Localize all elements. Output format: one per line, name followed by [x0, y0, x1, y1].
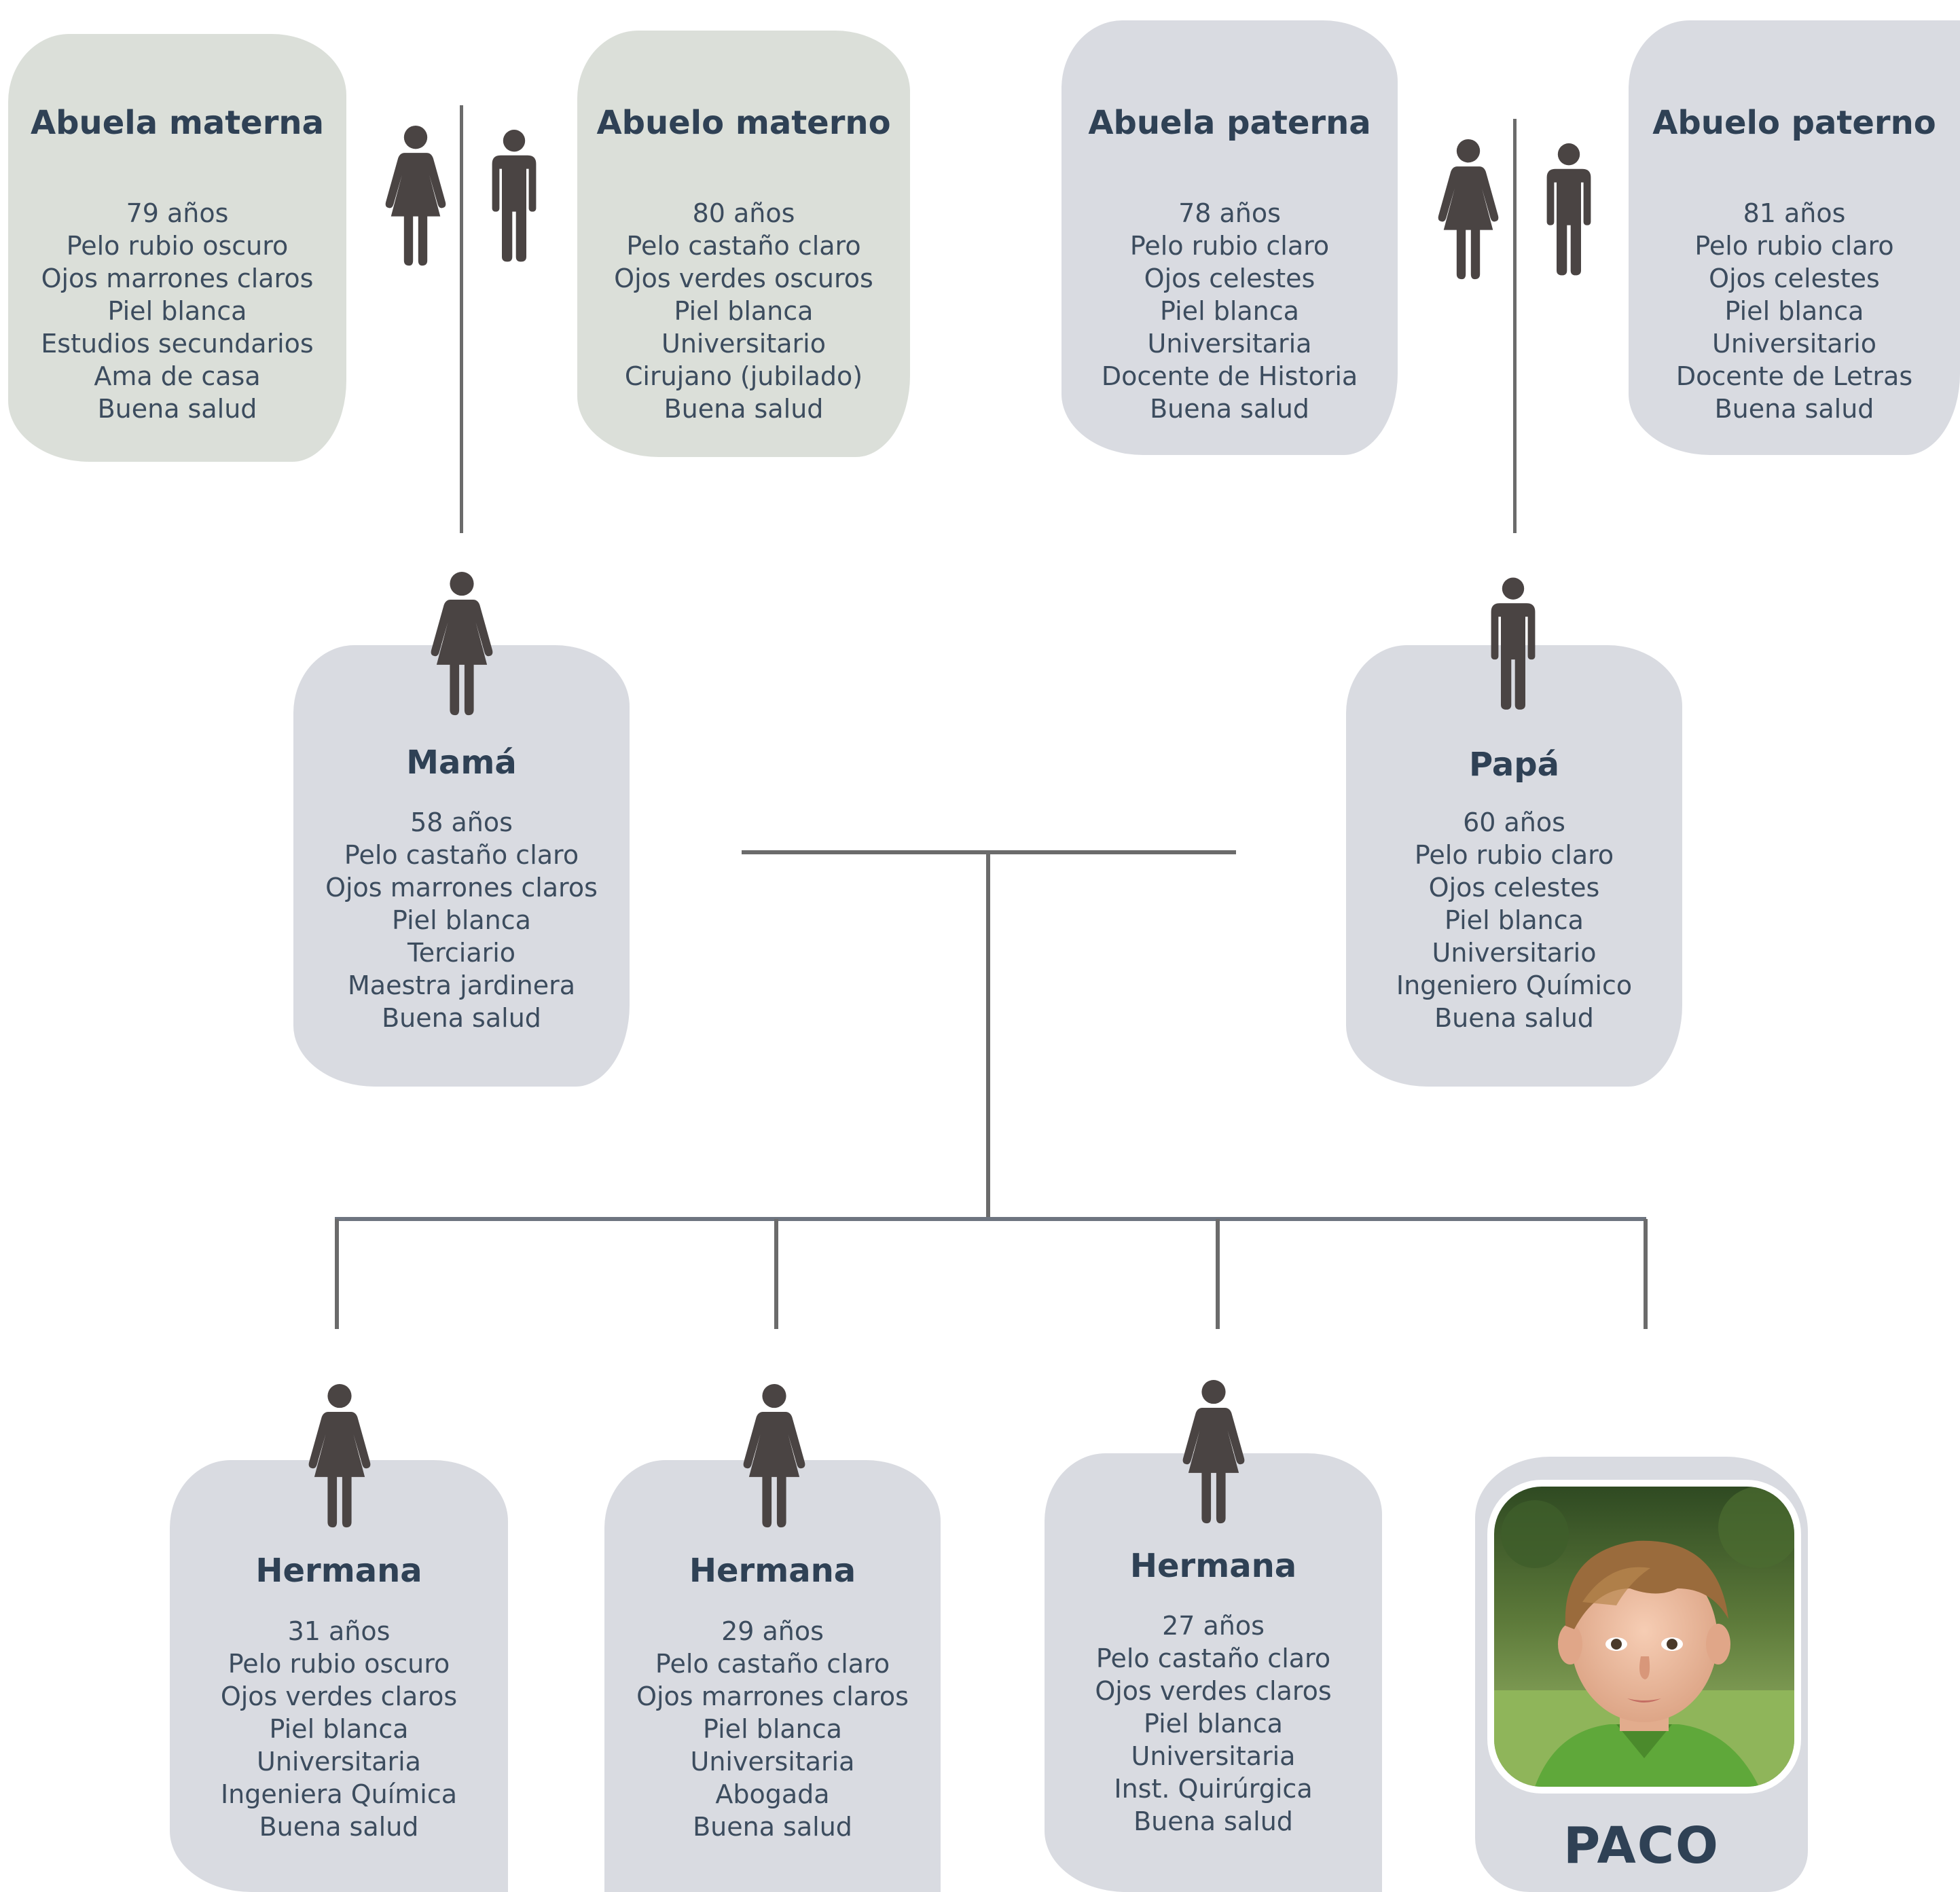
member-title: Abuela paterna — [1088, 104, 1371, 142]
sibling-2-drop-line — [774, 1219, 778, 1329]
member-details: 78 años Pelo rubio claro Ojos celestes P… — [1101, 198, 1358, 424]
card-hermana-1: Hermana 31 años Pelo rubio oscuro Ojos v… — [170, 1460, 508, 1892]
card-abuela-paterna: Abuela paterna 78 años Pelo rubio claro … — [1061, 20, 1398, 455]
card-hermana-3: Hermana 27 años Pelo castaño claro Ojos … — [1045, 1453, 1382, 1892]
member-details: 27 años Pelo castaño claro Ojos verdes c… — [1095, 1611, 1332, 1836]
card-abuelo-materno: Abuelo materno 80 años Pelo castaño clar… — [577, 31, 910, 457]
member-title: Hermana — [1129, 1547, 1297, 1585]
male-figure-icon — [1538, 139, 1599, 282]
card-papa: Papá 60 años Pelo rubio claro Ojos celes… — [1346, 645, 1682, 1087]
female-figure-icon — [382, 126, 450, 268]
member-details: 80 años Pelo castaño claro Ojos verdes o… — [614, 198, 873, 424]
male-figure-icon — [484, 126, 545, 268]
siblings-horizontal-line — [335, 1217, 1646, 1221]
female-figure-icon — [428, 572, 496, 718]
member-title: Abuelo materno — [596, 104, 891, 142]
card-mama: Mamá 58 años Pelo castaño claro Ojos mar… — [293, 645, 630, 1087]
child-portrait-photo — [1487, 1480, 1801, 1794]
female-figure-icon — [1434, 139, 1502, 282]
member-details: 29 años Pelo castaño claro Ojos marrones… — [636, 1616, 909, 1842]
member-title: Papá — [1468, 746, 1560, 784]
male-figure-icon — [1483, 572, 1544, 718]
female-figure-icon — [1180, 1380, 1248, 1526]
card-abuelo-paterno: Abuelo paterno 81 años Pelo rubio claro … — [1629, 20, 1960, 455]
parents-vertical-line — [986, 850, 990, 1221]
card-abuela-materna: Abuela materna 79 años Pelo rubio oscuro… — [8, 34, 346, 462]
paco-drop-line — [1644, 1219, 1648, 1329]
card-hermana-2: Hermana 29 años Pelo castaño claro Ojos … — [604, 1460, 941, 1892]
member-details: 58 años Pelo castaño claro Ojos marrones… — [325, 807, 598, 1033]
member-title: PACO — [1563, 1817, 1720, 1875]
member-title: Hermana — [689, 1552, 856, 1590]
member-details: 60 años Pelo rubio claro Ojos celestes P… — [1396, 807, 1633, 1033]
female-figure-icon — [306, 1384, 374, 1530]
sibling-3-drop-line — [1216, 1219, 1220, 1329]
female-figure-icon — [740, 1384, 808, 1530]
member-details: 31 años Pelo rubio oscuro Ojos verdes cl… — [220, 1616, 458, 1842]
card-paco: PACO — [1475, 1457, 1808, 1892]
member-title: Abuela materna — [31, 104, 324, 142]
member-title: Mamá — [406, 744, 517, 782]
member-details: 79 años Pelo rubio oscuro Ojos marrones … — [41, 198, 314, 424]
member-title: Abuelo paterno — [1652, 104, 1936, 142]
maternal-couple-line — [460, 105, 463, 533]
paternal-couple-line — [1513, 119, 1517, 533]
member-title: Hermana — [255, 1552, 422, 1590]
sibling-1-drop-line — [335, 1219, 339, 1329]
member-details: 81 años Pelo rubio claro Ojos celestes P… — [1675, 198, 1913, 424]
